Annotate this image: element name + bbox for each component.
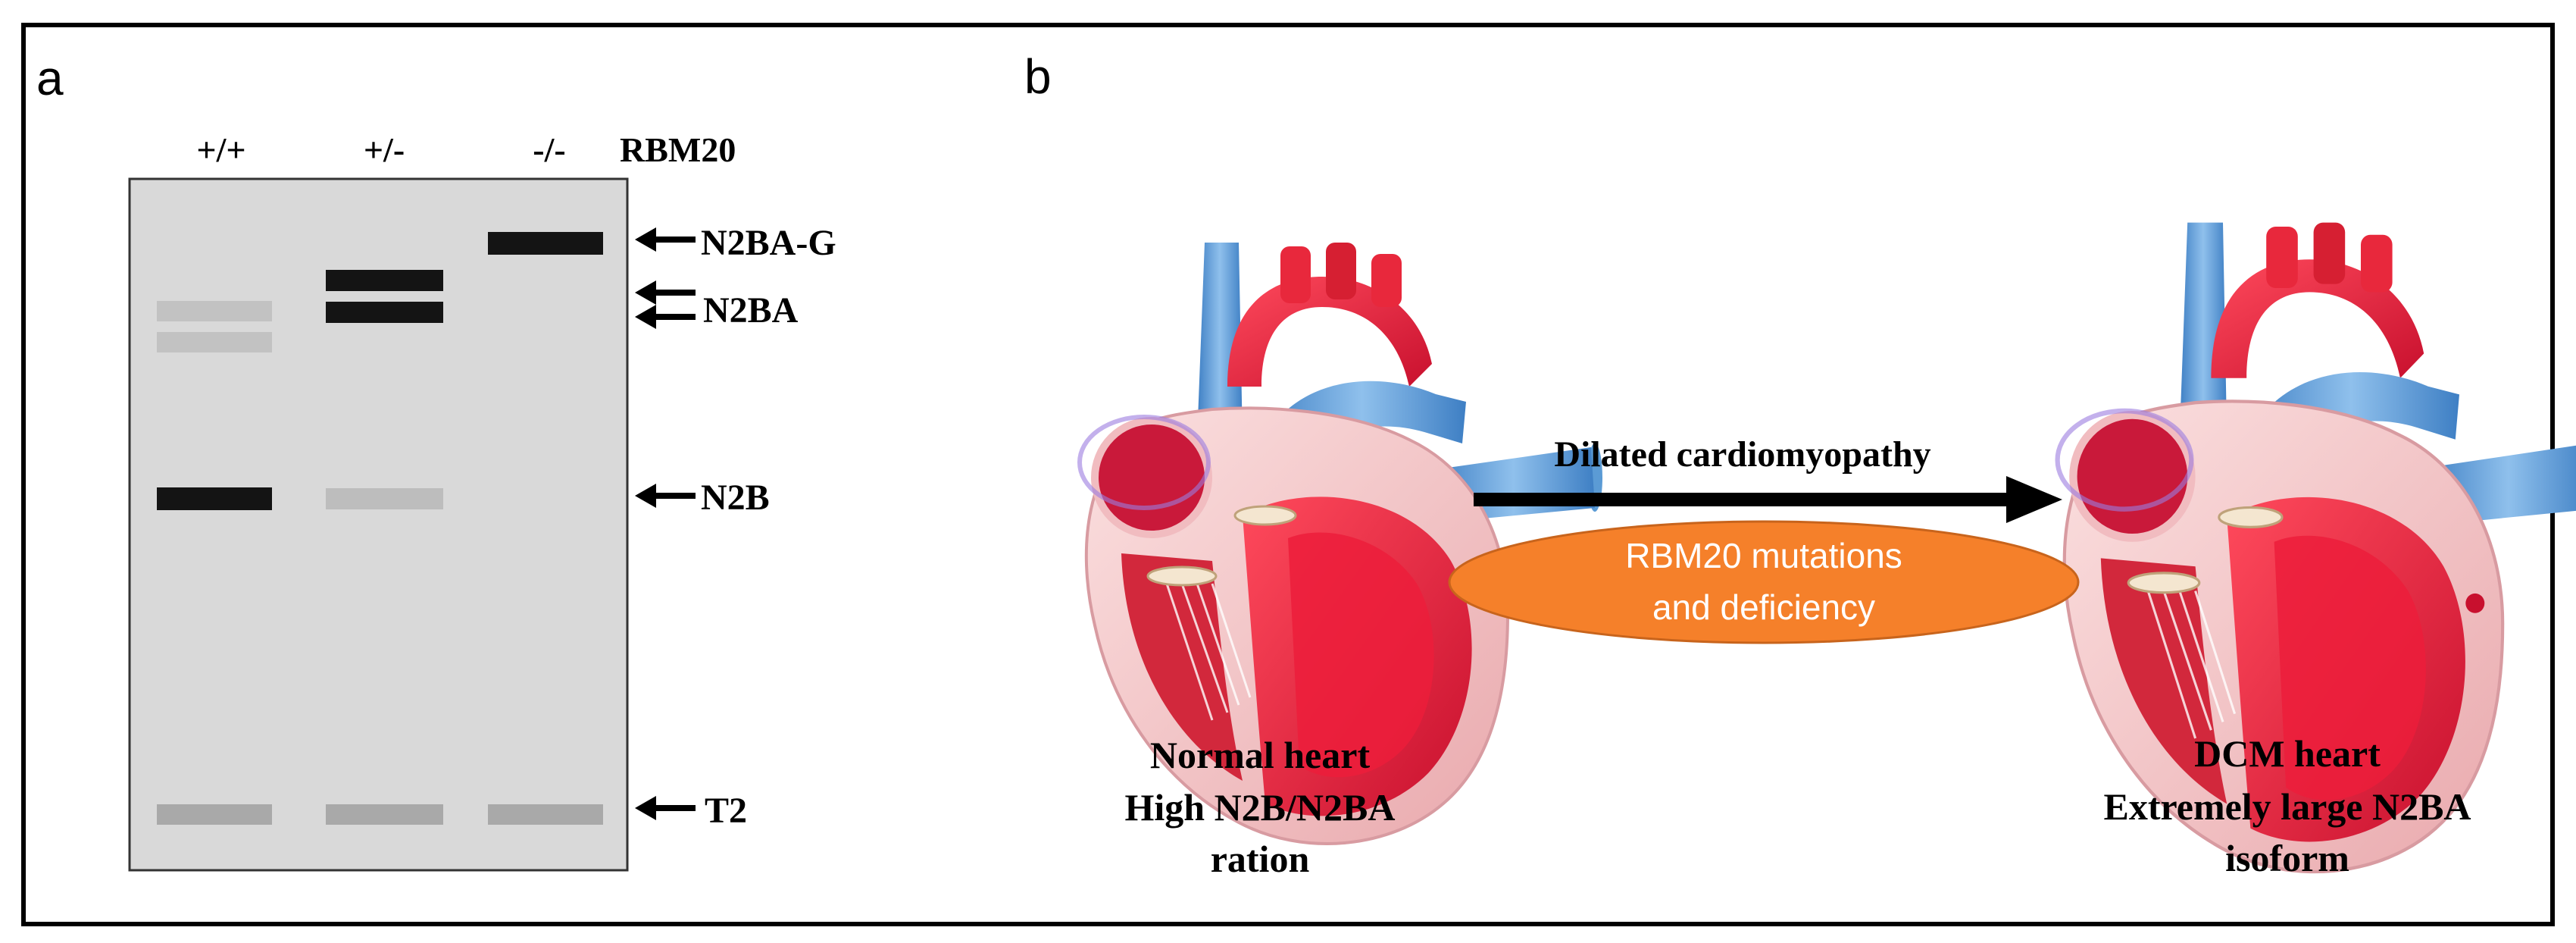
- label-n2ba: N2BA: [703, 290, 799, 331]
- label-n2ba-g: N2BA-G: [701, 223, 836, 263]
- panel-b-letter: b: [1024, 49, 1052, 104]
- dcm-caption-line-2: Extremely large N2BA: [2103, 785, 2471, 828]
- arrow-label: Dilated cardiomyopathy: [1554, 434, 1930, 475]
- lane-label-ko: -/-: [533, 130, 565, 169]
- cause-oval: [1448, 520, 2080, 644]
- band-n2ba-upper-wt: [157, 301, 272, 321]
- band-n2b-het: [326, 488, 443, 509]
- band-n2b-wt: [157, 487, 272, 510]
- oval-text-line-1: RBM20 mutations: [1625, 536, 1902, 575]
- gene-label: RBM20: [620, 130, 736, 169]
- lane-label-wt: +/+: [196, 130, 245, 169]
- normal-caption-line-1: Normal heart: [1150, 734, 1371, 776]
- normal-caption-line-2: High N2B/N2BA: [1124, 786, 1395, 829]
- band-n2ba-g-ko: [488, 232, 603, 255]
- normal-caption-line-3: ration: [1211, 838, 1310, 880]
- band-t2-ko: [488, 804, 603, 825]
- dcm-caption-line-1: DCM heart: [2194, 732, 2381, 775]
- gel-background: [128, 177, 629, 872]
- label-n2b: N2B: [701, 478, 770, 518]
- lane-label-het: +/-: [364, 130, 405, 169]
- band-n2ba-lower-het: [326, 302, 443, 323]
- oval-text-line-2: and deficiency: [1652, 587, 1875, 627]
- band-n2ba-upper-het: [326, 270, 443, 291]
- dcm-caption-line-3: isoform: [2225, 837, 2349, 879]
- panel-a: a +/+ +/- -/- RBM20 N2BA-: [36, 51, 836, 872]
- band-n2ba-lower-wt: [157, 332, 272, 352]
- band-t2-het: [326, 804, 443, 825]
- band-t2-wt: [157, 804, 272, 825]
- panel-a-letter: a: [36, 51, 64, 105]
- panel-b: b Dilated cardiomyopathy RBM20 mutations…: [1024, 49, 2576, 880]
- transition-arrowhead: [2006, 476, 2062, 523]
- label-t2: T2: [705, 791, 747, 831]
